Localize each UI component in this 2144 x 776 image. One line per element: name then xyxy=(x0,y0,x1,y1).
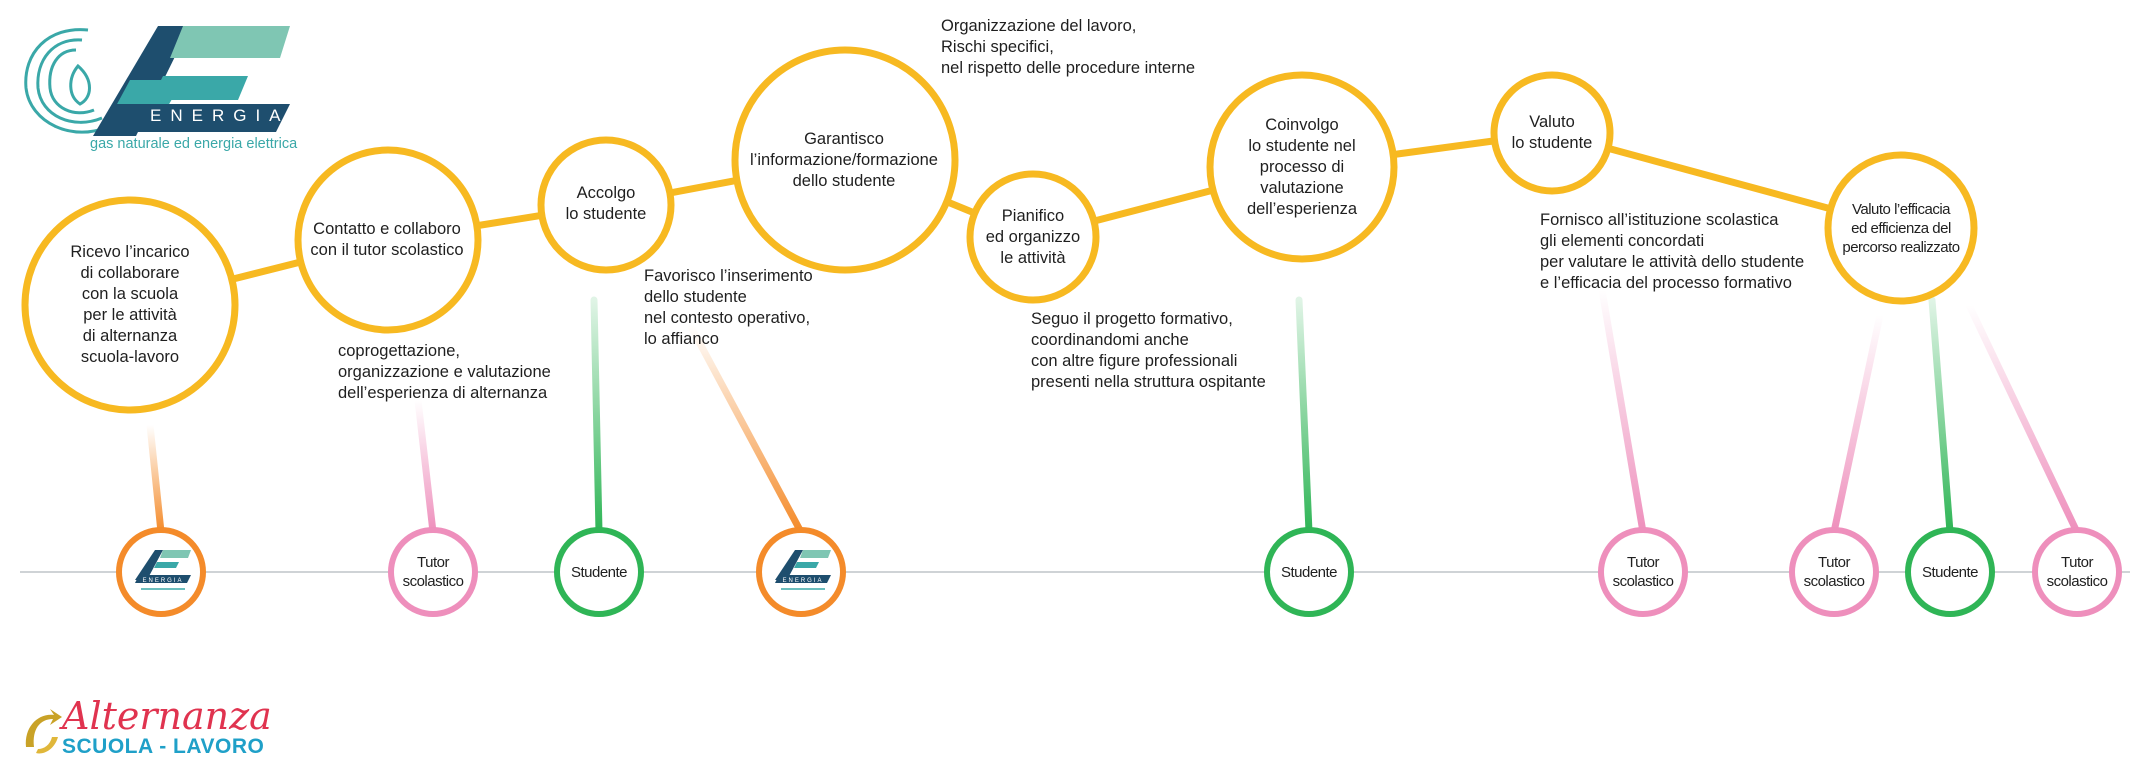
step-4-circle xyxy=(731,46,959,274)
actor-circles: ENERGIA ENERGIA xyxy=(116,527,2122,617)
step-3-label: Accolgo lo studente xyxy=(565,184,647,223)
actor-6-label: Tutor scolastico xyxy=(1612,554,1674,590)
actor-2-tutor-circle xyxy=(388,527,478,617)
mini-af-logo-icon: ENERGIA xyxy=(775,550,831,590)
actor-6-tutor-circle xyxy=(1598,527,1688,617)
alternanza-subtitle: SCUOLA - LAVORO xyxy=(62,735,265,758)
logo-energia-band xyxy=(98,104,290,132)
step-6-circle xyxy=(1206,71,1398,263)
step-4-label: Garantisco l’informazione/formazione del… xyxy=(749,129,938,190)
annotation-progetto-formativo: Seguo il progetto formativo, coordinando… xyxy=(1031,310,1266,391)
actor-3-studente-circle xyxy=(554,527,644,617)
stem-7 xyxy=(1830,311,1884,536)
step-8-circle xyxy=(1824,151,1978,305)
actor-9-label: Tutor scolastico xyxy=(2046,554,2108,590)
step-8-label: Valuto l’efficacia ed efficienza del per… xyxy=(1842,200,1960,256)
logo-f-bar xyxy=(151,76,248,100)
actor-9-tutor-circle xyxy=(2032,527,2122,617)
swirl-icon xyxy=(24,28,111,134)
annotation-valutazione: Fornisco all’istituzione scolastica gli … xyxy=(1540,211,1805,292)
step-circles xyxy=(21,46,1978,414)
actor-2-label: Tutor scolastico xyxy=(402,554,464,590)
alternanza-title: Alternanza xyxy=(62,694,272,738)
mini-logo-text: ENERGIA xyxy=(142,578,183,584)
step-5-label: Pianifico ed organizzo le attività xyxy=(985,206,1081,267)
stem-2 xyxy=(414,396,437,536)
actor-3-label: Studente xyxy=(570,563,628,581)
step-2-label: Contatto e collaboro con il tutor scolas… xyxy=(310,220,464,259)
alternanza-arrow-icon xyxy=(25,709,62,754)
logo-tagline: gas naturale ed energia elettrica xyxy=(90,136,298,152)
logo-f-top xyxy=(170,26,290,58)
mini-logo-text: ENERGIA xyxy=(782,578,823,584)
actor-4-logo-circle xyxy=(756,527,846,617)
actor-5-studente-circle xyxy=(1264,527,1354,617)
stem-3 xyxy=(590,296,603,536)
annotation-sicurezza: Organizzazione del lavoro, Rischi specif… xyxy=(941,17,1196,77)
actor-stems xyxy=(146,286,2081,536)
stem-4 xyxy=(686,321,805,536)
stem-6 xyxy=(1598,286,1647,536)
stem-9 xyxy=(1965,301,2081,536)
step-5-circle xyxy=(966,170,1100,304)
actor-7-label: Tutor scolastico xyxy=(1803,554,1865,590)
actor-8-label: Studente xyxy=(1921,563,1979,581)
logo-energia-text: ENERGIA xyxy=(150,106,290,125)
step-1-circle xyxy=(21,196,239,414)
af-energia-logo xyxy=(24,26,290,136)
step-2-circle xyxy=(294,146,482,334)
step-6-label: Coinvolgo lo studente nel processo di va… xyxy=(1246,115,1358,218)
step-7-circle xyxy=(1490,71,1614,195)
step-3-circle xyxy=(537,136,675,274)
mini-af-logo-icon: ENERGIA xyxy=(135,550,191,590)
actor-8-studente-circle xyxy=(1905,527,1995,617)
actor-1-logo-circle xyxy=(116,527,206,617)
actor-5-label: Studente xyxy=(1280,563,1338,581)
annotation-coprogettazione: coprogettazione, organizzazione e valuta… xyxy=(338,342,551,402)
stem-1 xyxy=(146,421,165,536)
stem-5 xyxy=(1295,296,1313,536)
annotation-inserimento: Favorisco l’inserimento dello studente n… xyxy=(644,267,813,348)
step-7-label: Valuto lo studente xyxy=(1511,113,1593,152)
stem-8 xyxy=(1928,296,1954,536)
actor-7-tutor-circle xyxy=(1789,527,1879,617)
step-1-label: Ricevo l’incarico di collaborare con la … xyxy=(70,243,190,366)
